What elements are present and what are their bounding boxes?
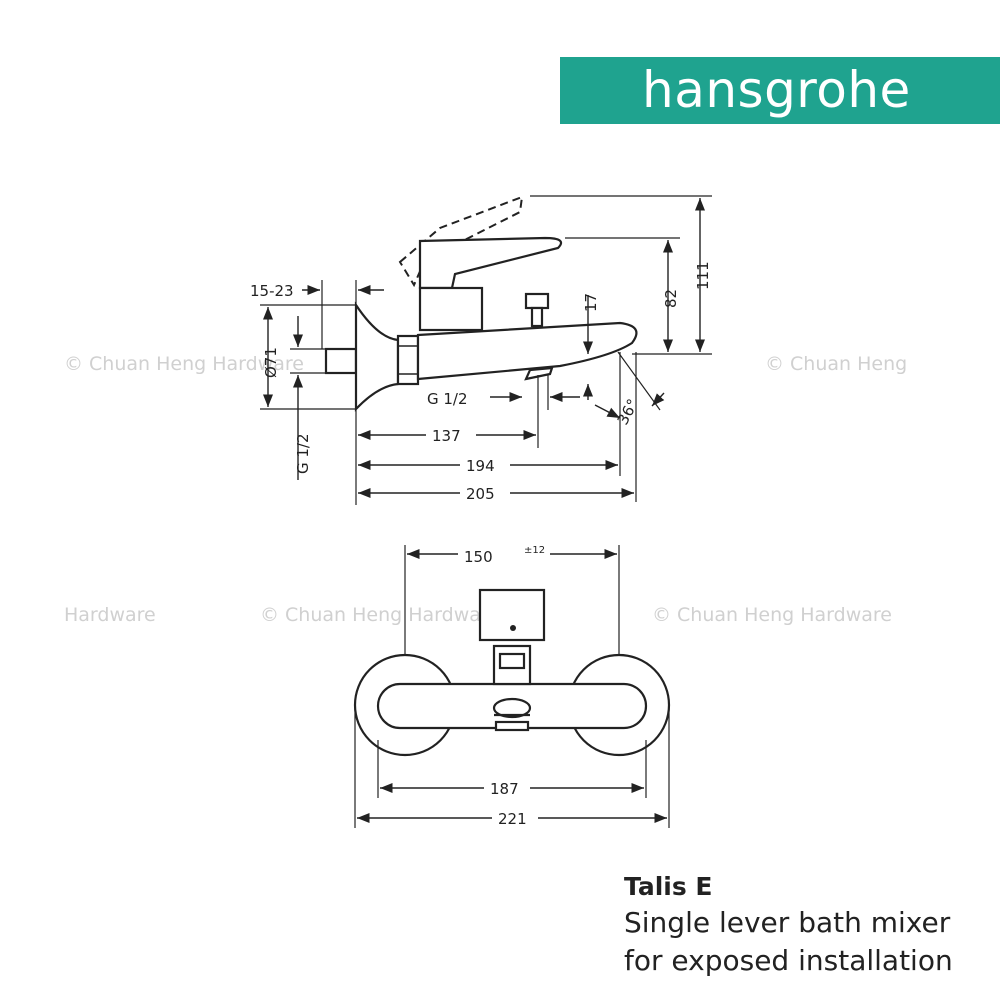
product-caption: Talis E Single lever bath mixer for expo… [624,870,953,980]
dim-194-label: 194 [466,457,495,475]
side-view-labels: 15-23 Ø71 G 1/2 G 1/2 17 82 111 36° 137 … [250,261,712,503]
dim-205-label: 205 [466,485,495,503]
dim-17-label: 17 [582,293,600,312]
watermark-text: © Chuan Heng Hardware [260,604,500,626]
spout [416,321,638,381]
mixer-body [418,286,484,332]
product-model: Talis E [624,872,713,901]
dim-g-half-vertical-label: G 1/2 [294,433,312,474]
dim-tolerance-label: ±12 [524,545,545,556]
dim-150-label: 150 [464,548,493,566]
dim-diameter-71-label: Ø71 [262,347,280,378]
watermark-text: © Chuan Heng [765,353,907,375]
aerator-front [492,697,532,719]
dim-36-degree-label: 36° [614,396,642,428]
dim-111-label: 111 [694,261,712,290]
dim-15-23-label: 15-23 [250,282,294,300]
aerator [524,366,554,381]
union-nut [396,334,420,386]
dim-82-label: 82 [662,289,680,308]
watermark-text: © Chuan Heng Hardware [652,604,892,626]
dim-137-label: 137 [432,427,461,445]
diverter-knob [524,292,550,310]
dim-g-half-horizontal-label: G 1/2 [427,390,468,408]
watermark-text: © Chuan Heng Hardware [64,353,304,375]
brand-logo: hansgrohe [642,61,911,119]
front-view-labels: 150 ±12 187 221 [458,545,550,828]
escutcheon [354,301,400,412]
front-view [353,545,671,828]
lever [418,236,563,290]
dim-187-label: 187 [490,780,519,798]
product-description-line-1: Single lever bath mixer [624,906,951,939]
watermark-layer: © Chuan Heng Hardware © Chuan Heng Hardw… [64,353,907,626]
watermark-text: Hardware [64,604,156,626]
dim-221-label: 221 [498,810,527,828]
connection-stub [324,347,358,375]
lever-open-outline [398,195,524,288]
side-view [260,195,712,505]
lever-cap [478,588,546,642]
brand-banner: hansgrohe [560,57,1000,124]
product-description-line-2: for exposed installation [624,944,953,977]
